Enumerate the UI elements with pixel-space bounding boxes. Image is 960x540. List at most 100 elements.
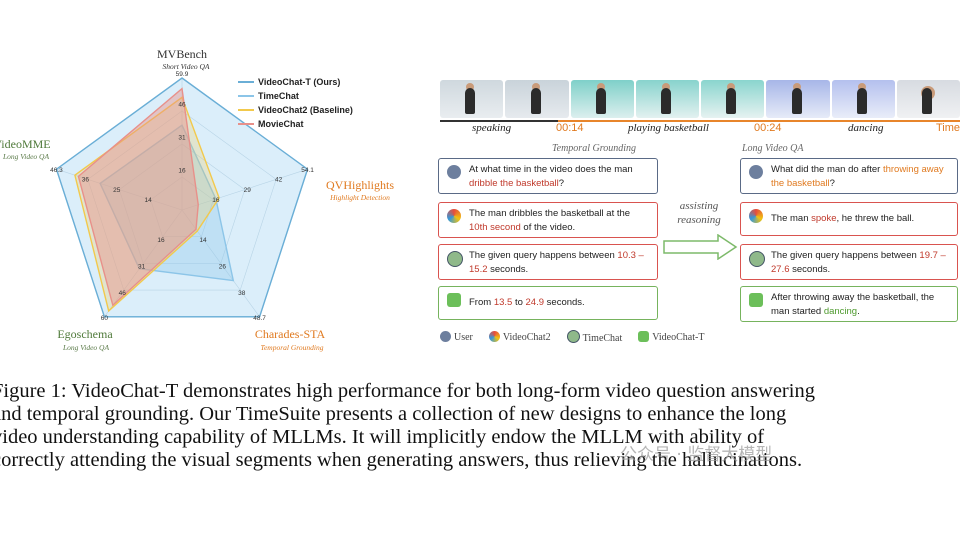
radar-tick-label: 59.9	[176, 71, 189, 78]
radar-tick-label: 31	[178, 134, 186, 141]
user-icon	[749, 165, 763, 179]
radar-tick-label: 26	[219, 264, 227, 271]
video-timeline: speaking 00:14 playing basketball 00:24 …	[440, 118, 960, 138]
answer-highlight: 19.7 – 27.6	[771, 250, 946, 275]
videochat-t-icon	[638, 331, 650, 342]
radar-grid-ring	[150, 176, 214, 237]
answer-text: The man dribbles the basketball at the	[469, 208, 631, 219]
radar-tick-label: 16	[157, 237, 165, 244]
radar-spoke	[56, 168, 183, 211]
answer-text-end: of the video.	[520, 222, 576, 233]
radar-tick-label: 29	[244, 187, 252, 194]
caption-line: correctly attending the visual segments …	[0, 449, 803, 471]
user-icon	[440, 331, 451, 342]
answer-highlight: spoke	[811, 213, 837, 224]
legend-videochat-t: VideoChat-T	[638, 331, 704, 343]
radar-tick-label: 46	[178, 101, 186, 108]
timeline-label-speaking: speaking	[472, 122, 512, 134]
radar-grid-ring	[118, 143, 246, 264]
video-frame	[505, 80, 569, 118]
radar-series-timechat	[99, 124, 235, 282]
radar-tick-label: 48.7	[253, 315, 266, 322]
video-frame	[570, 80, 634, 118]
figure-caption: Figure 1: VideoChat-T demonstrates high …	[0, 380, 960, 472]
radar-tick-label: 14	[144, 197, 152, 204]
timeline-time-24: 00:24	[754, 122, 782, 134]
axis-title-mvbench: MVBench	[157, 47, 207, 61]
video-frame	[831, 80, 895, 118]
question-text: What did the man do after	[771, 164, 883, 175]
answer-text: The given query happens between	[771, 250, 920, 261]
video-frame	[635, 80, 699, 118]
watermark: 公众号 · 监督大模型	[620, 445, 773, 465]
timechat-icon	[749, 251, 765, 267]
answer-text: The given query happens between	[469, 250, 618, 261]
assist-arrow	[663, 234, 738, 260]
timeline-time-14: 00:14	[556, 122, 584, 134]
legend-label-moviechat: MovieChat	[258, 119, 304, 129]
caption-line: Figure 1: VideoChat-T demonstrates high …	[0, 380, 815, 402]
page-bottom-blank	[0, 478, 960, 540]
radar-series-moviechat	[77, 87, 199, 307]
axis-title-ego: Egoschema	[57, 327, 113, 341]
answer-box-videochat-t: From 13.5 to 24.9 seconds.	[438, 286, 658, 320]
radar-tick-label: 16	[212, 197, 220, 204]
answer-highlight: dancing	[823, 306, 858, 317]
answer-highlight: 10th second	[469, 222, 521, 233]
axis-sub-ego: Long Video QA	[62, 343, 110, 352]
radar-tick-label: 36	[82, 177, 90, 184]
radar-series-videochat-t-ours	[55, 77, 309, 318]
answer-text-end: seconds.	[789, 264, 831, 275]
answer-text: The man	[771, 213, 812, 224]
radar-tick-label: 16	[178, 167, 186, 174]
question-text-end: ?	[829, 178, 835, 189]
legend-videochat-t-label: VideoChat-T	[652, 332, 705, 343]
video-frame	[440, 80, 504, 118]
col-title-longqa: Long Video QA	[742, 143, 804, 154]
video-frame	[766, 80, 830, 118]
timeline-time-label: Time	[936, 122, 960, 134]
question-box-temporal: At what time in the video does the man d…	[438, 158, 658, 194]
answer-text-mid: to	[512, 297, 526, 308]
legend-label-timechat: TimeChat	[258, 91, 299, 101]
question-text: At what time in the video does the man	[469, 164, 633, 175]
radar-legend: VideoChat-T (Ours) TimeChat VideoChat2 (…	[238, 77, 353, 129]
answer-highlight-end: 24.9	[525, 297, 545, 308]
videochat2-icon	[749, 209, 763, 223]
answer-text: After throwing away the basketball, the …	[771, 292, 935, 317]
question-box-longqa: What did the man do after throwing away …	[740, 158, 958, 194]
radar-series-videochat2-baseline	[74, 96, 220, 313]
legend-user: User	[440, 331, 473, 343]
axis-sub-mvbench: Short Video QA	[163, 62, 210, 71]
radar-tick-label: 31	[138, 264, 146, 271]
videochat2-icon	[447, 209, 461, 223]
model-legend: User VideoChat2 TimeChat VideoChat-T	[440, 330, 704, 344]
timeline-label-dancing: dancing	[848, 122, 884, 134]
radar-tick-label: 14	[199, 237, 207, 244]
legend-videochat2-label: VideoChat2	[502, 332, 551, 343]
answer-box-videochat2-r: The man spoke, he threw the ball.	[740, 202, 958, 236]
question-text-end: ?	[558, 178, 565, 189]
arrow-label-1: assisting	[679, 200, 719, 212]
video-frames	[440, 80, 960, 118]
radar-tick-label: 60	[101, 315, 109, 322]
question-highlight: dribble the basketball	[469, 178, 559, 189]
radar-tick-label: 54.1	[301, 167, 314, 174]
arrow-label-2: reasoning	[677, 214, 721, 226]
videochat-t-icon	[749, 293, 763, 307]
axis-sub-qvh: Highlight Detection	[329, 193, 390, 202]
video-frame	[701, 80, 765, 118]
legend-timechat: TimeChat	[566, 330, 623, 344]
axis-sub-videomme: Long Video QA	[2, 152, 50, 161]
axis-sub-charades: Temporal Grounding	[261, 343, 324, 352]
caption-line: video understanding capability of MLLMs.…	[0, 426, 765, 448]
radar-spoke	[181, 168, 308, 211]
radar-tick-label: 46.3	[50, 167, 63, 174]
radar-grid-ring	[87, 110, 277, 291]
legend-timechat-label: TimeChat	[582, 333, 623, 344]
legend-videochat2: VideoChat2	[488, 331, 551, 343]
answer-box-timechat: The given query happens between 10.3 – 1…	[438, 244, 658, 280]
timechat-icon	[447, 251, 463, 267]
legend-user-label: User	[454, 332, 473, 343]
